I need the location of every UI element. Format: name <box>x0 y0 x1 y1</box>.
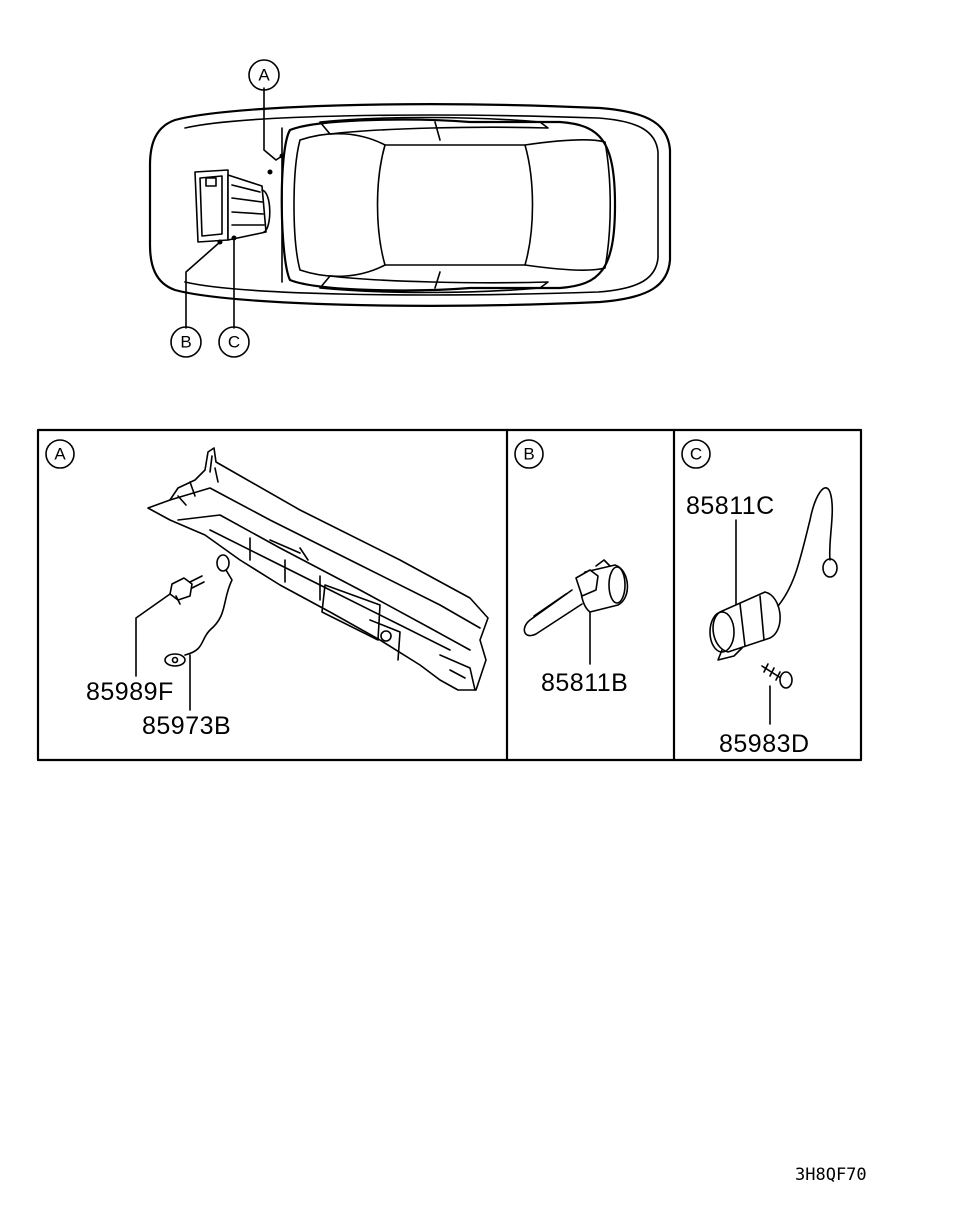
panel-b-label: B <box>514 439 544 469</box>
svg-text:B: B <box>180 333 191 352</box>
svg-text:A: A <box>54 445 66 464</box>
svg-text:A: A <box>258 66 270 85</box>
panel-a-label: A <box>45 439 75 469</box>
condenser-b-drawing <box>523 559 629 637</box>
marker-c: C <box>218 326 250 358</box>
detail-frame <box>36 428 863 762</box>
car-overview <box>148 87 672 329</box>
panel-a: A <box>45 439 489 740</box>
svg-text:C: C <box>690 445 702 464</box>
bolt-drawing <box>169 575 205 605</box>
part-number-85811b: 85811B <box>541 669 628 697</box>
screw-drawing <box>761 663 793 689</box>
svg-text:C: C <box>228 333 240 352</box>
panel-c-label: C <box>681 439 711 469</box>
part-number-85983d: 85983D <box>719 730 810 758</box>
marker-b: B <box>170 326 202 358</box>
svg-text:B: B <box>523 445 534 464</box>
panel-c: C 85811C 85983D <box>681 439 838 758</box>
marker-a: A <box>248 59 280 91</box>
part-number-85811c: 85811C <box>686 492 775 520</box>
part-number-85973b: 85973B <box>142 712 231 740</box>
ground-strap-drawing <box>164 554 233 667</box>
cowl-top-panel-drawing <box>147 447 489 691</box>
part-number-85989f: 85989F <box>86 678 174 706</box>
condenser-c-drawing <box>709 486 838 661</box>
panel-b: B 85811B <box>514 439 629 697</box>
diagram-code: 3H8QF70 <box>795 1165 867 1185</box>
leader-85989f <box>135 593 171 677</box>
